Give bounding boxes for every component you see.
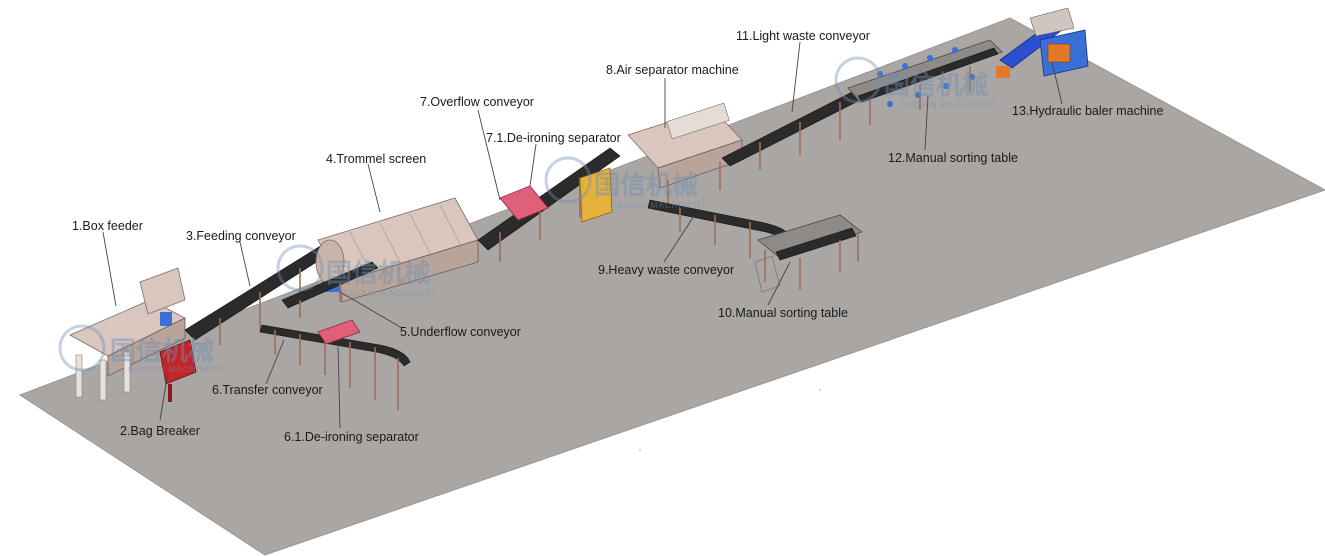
manual-sorting-table-12-unit: [847, 39, 1003, 125]
label-transfer-conveyor: 6.Transfer conveyor: [212, 383, 323, 397]
watermark-1: 国信机械 GUOXIN MACHINERY: [58, 324, 226, 374]
floor-speckle: [298, 208, 1152, 472]
leader-trommel-screen: [367, 163, 381, 213]
watermark-3: 国信机械 GUOXIN MACHINERY: [544, 156, 708, 210]
leader-box-feeder: [102, 231, 117, 307]
label-light-waste-conveyor: 11.Light waste conveyor: [736, 29, 870, 43]
manual-sorting-table-10-unit: [754, 214, 863, 293]
leader-manual-sorting-10: [767, 261, 791, 306]
label-overflow-conveyor: 7.Overflow conveyor: [420, 95, 534, 109]
label-box-feeder: 1.Box feeder: [72, 219, 143, 233]
svg-text:GUOXIN MACHINERY: GUOXIN MACHINERY: [340, 289, 438, 298]
label-trommel-screen: 4.Trommel screen: [326, 152, 426, 166]
watermark-4: 国信机械 GUOXIN MACHINERY: [834, 56, 998, 110]
bag-breaker-machine: [159, 339, 197, 402]
transfer-conveyor-belt: [259, 324, 411, 410]
svg-text:国信机械: 国信机械: [884, 70, 988, 100]
de-ironing-separator-6-1-unit: [317, 319, 361, 345]
label-underflow-conveyor: 5.Underflow conveyor: [400, 325, 521, 339]
ground-floor: [18, 17, 1325, 556]
leader-overflow-conveyor: [477, 109, 501, 201]
label-bag-breaker: 2.Bag Breaker: [120, 424, 200, 438]
label-hydraulic-baler-machine: 13.Hydraulic baler machine: [1012, 104, 1164, 118]
label-heavy-waste-conveyor: 9.Heavy waste conveyor: [598, 263, 734, 277]
label-manual-sorting-table-12: 12.Manual sorting table: [888, 151, 1018, 165]
svg-text:国信机械: 国信机械: [594, 170, 698, 200]
leader-de-ironing-6-1: [337, 344, 341, 429]
leader-bag-breaker: [159, 371, 169, 421]
air-separator-unit: [579, 102, 743, 223]
box-feeder-machine: [69, 267, 186, 401]
watermark-2: 国信机械 GUOXIN MACHINERY: [276, 244, 438, 298]
label-manual-sorting-table-10: 10.Manual sorting table: [718, 306, 848, 320]
leader-transfer-conveyor: [265, 339, 285, 385]
hydraulic-baler-unit: [996, 7, 1089, 78]
svg-text:国信机械: 国信机械: [326, 258, 430, 288]
label-feeding-conveyor: 3.Feeding conveyor: [186, 229, 296, 243]
svg-text:GUOXIN MACHINERY: GUOXIN MACHINERY: [128, 365, 226, 374]
leader-light-waste-conveyor: [791, 41, 801, 113]
leader-manual-sorting-12: [924, 95, 929, 151]
leader-hydraulic-baler: [1051, 61, 1063, 105]
label-de-ironing-separator-7-1: 7.1.De-ironing separator: [486, 131, 621, 145]
label-air-separator-machine: 8.Air separator machine: [606, 63, 739, 77]
svg-text:GUOXIN MACHINERY: GUOXIN MACHINERY: [900, 101, 998, 110]
leader-de-ironing-7-1: [529, 143, 537, 187]
leader-lines: [102, 41, 1063, 429]
de-ironing-separator-7-1-unit: [499, 185, 549, 221]
leader-feeding-conveyor: [239, 241, 251, 287]
label-de-ironing-separator-6-1: 6.1.De-ironing separator: [284, 430, 419, 444]
svg-text:国信机械: 国信机械: [110, 336, 214, 366]
leader-heavy-waste-conveyor: [663, 215, 695, 263]
leader-underflow-conveyor: [339, 291, 403, 329]
component-labels: 1.Box feeder 2.Bag Breaker 3.Feeding con…: [72, 29, 1164, 444]
svg-text:GUOXIN MACHINERY: GUOXIN MACHINERY: [610, 201, 708, 210]
